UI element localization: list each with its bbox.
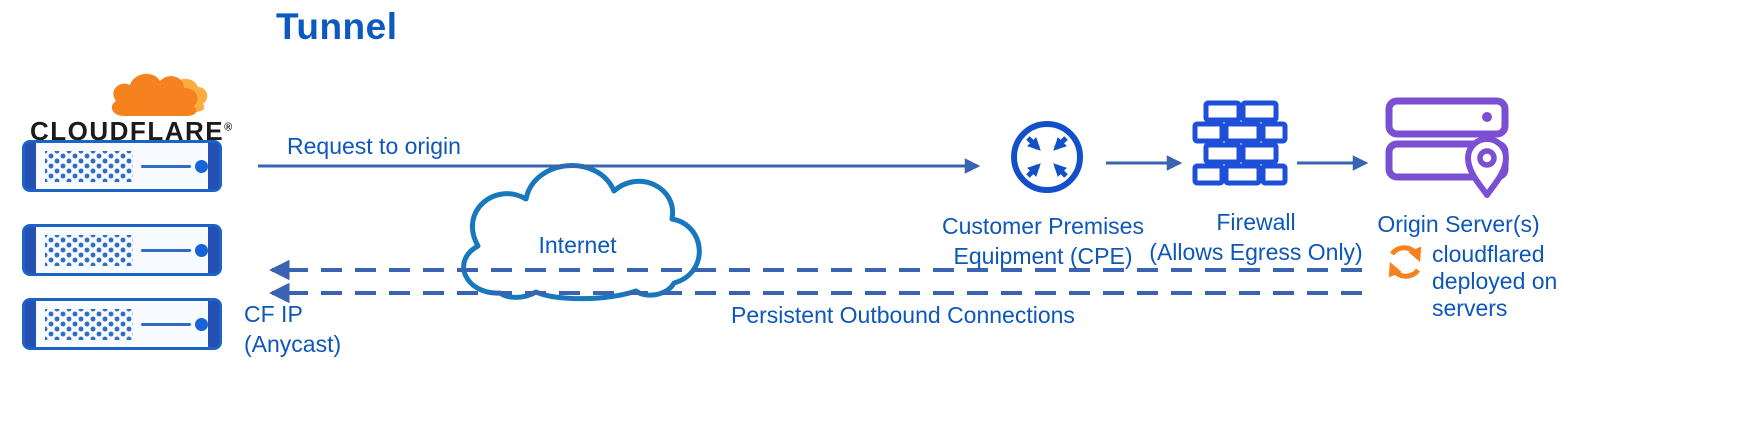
persistent-outbound-label: Persistent Outbound Connections (731, 302, 1075, 328)
cloudflare-edge-server-icon (22, 298, 222, 350)
server-led (195, 318, 208, 331)
cloudflare-logo-cloud-icon (111, 73, 208, 116)
server-vents (45, 151, 133, 182)
cloudflare-edge-server-icon (22, 140, 222, 192)
cloudflared-note: cloudflared deployed on servers (1432, 241, 1558, 322)
cloudflare-edge-server-icon (22, 224, 222, 276)
origin-servers-label: Origin Server(s) (1377, 211, 1540, 237)
server-slot (141, 323, 191, 326)
cloudflared-sync-icon (1388, 245, 1422, 279)
server-led (195, 244, 208, 257)
cpe-router-icon (1011, 121, 1083, 193)
origin-servers-icon (1385, 97, 1509, 198)
internet-cloud-icon (461, 163, 702, 302)
internet-label: Internet (538, 232, 617, 258)
registered-mark: ® (224, 121, 234, 134)
server-vents (45, 309, 133, 340)
cf-ip-anycast-label: CF IP (Anycast) (244, 301, 342, 357)
server-led (195, 160, 208, 173)
request-to-origin-label: Request to origin (287, 133, 461, 159)
server-vents (45, 235, 133, 266)
firewall-label: Firewall (Allows Egress Only) (1149, 209, 1363, 265)
cpe-label: Customer Premises Equipment (CPE) (942, 213, 1144, 269)
firewall-brick-icon (1192, 100, 1288, 186)
server-slot (141, 249, 191, 252)
diagram-title: Tunnel (276, 6, 398, 47)
server-slot (141, 165, 191, 168)
